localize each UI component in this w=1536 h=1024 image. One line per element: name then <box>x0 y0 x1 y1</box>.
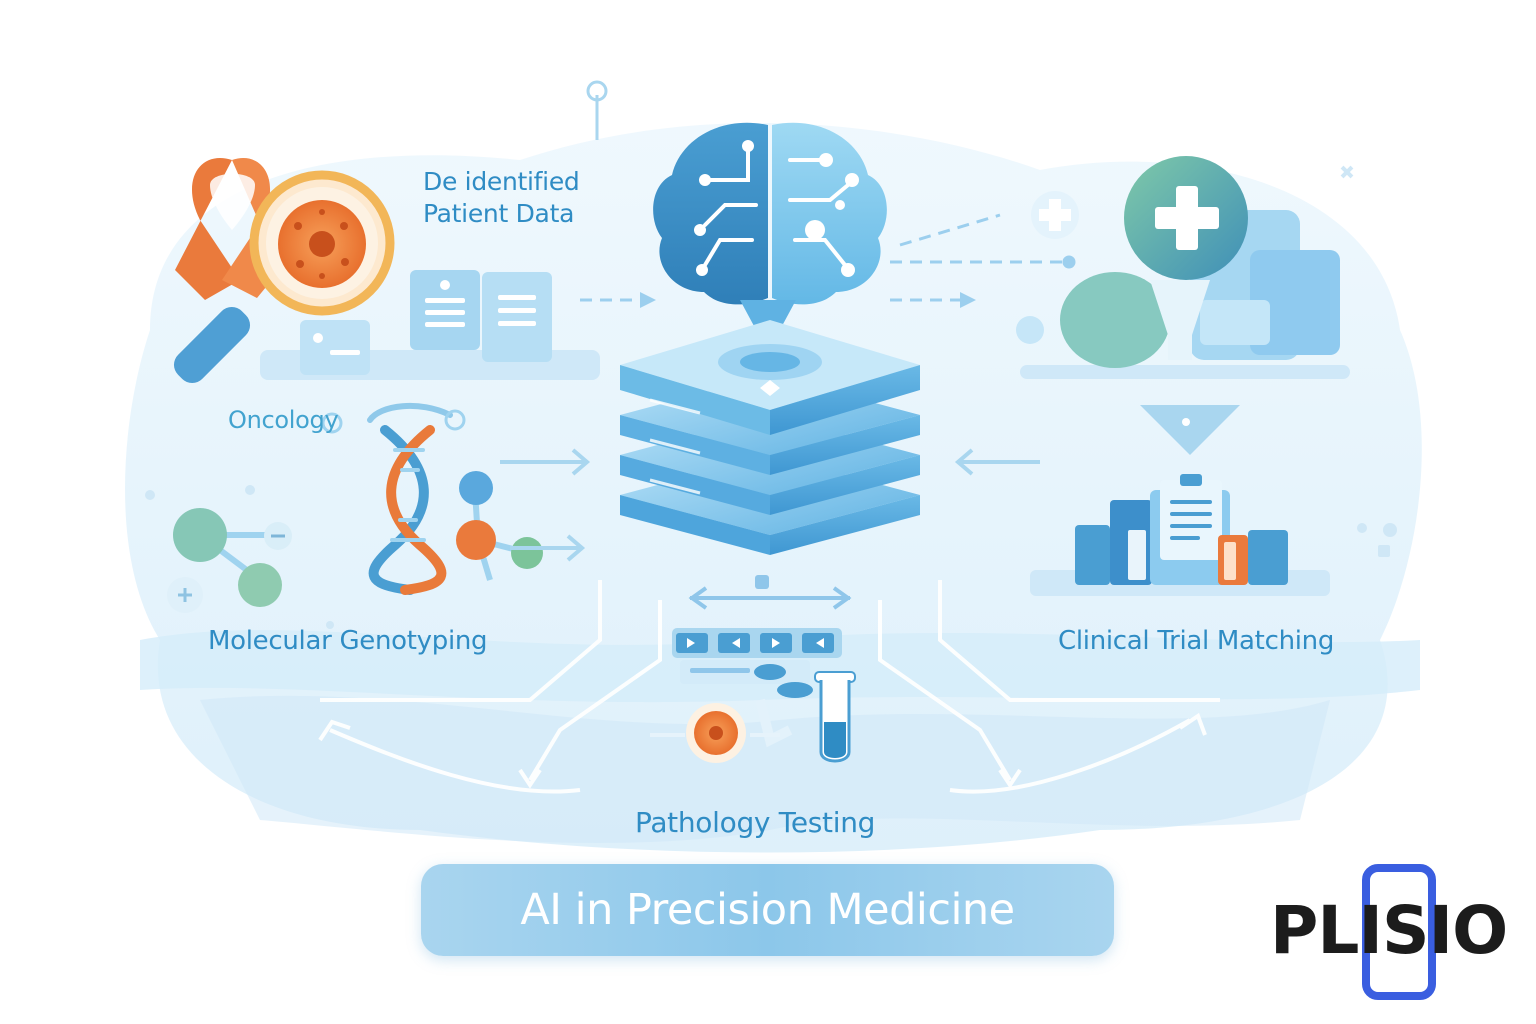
server-stack-icon <box>620 320 920 555</box>
test-tube-icon <box>814 671 856 763</box>
brain-circuit-icon <box>653 122 887 352</box>
medical-cross-icon <box>1016 156 1350 379</box>
patient-data-label: De identified Patient Data <box>423 166 580 230</box>
down-arrow <box>1140 405 1240 455</box>
oncology-label: Oncology <box>228 406 339 434</box>
logo-text: PLISIO <box>1270 892 1508 969</box>
patient-data-label-line2: Patient Data <box>423 199 575 228</box>
title-banner: AI in Precision Medicine <box>421 864 1114 956</box>
data-flow-arrow <box>954 448 1040 476</box>
page-title: AI in Precision Medicine <box>520 885 1015 935</box>
clinical-trial-matching-label: Clinical Trial Matching <box>1058 626 1335 656</box>
clinical-documents-icon <box>1030 474 1330 596</box>
molecule-icon <box>167 409 543 613</box>
data-flow-arrow <box>580 292 656 308</box>
patient-data-label-line1: De identified <box>423 167 580 196</box>
patient-data-panel <box>260 270 600 380</box>
data-flow-arrow <box>890 213 1076 308</box>
cell-icon <box>278 200 366 288</box>
logo-frame <box>1362 864 1436 1000</box>
cell-icon <box>650 703 780 763</box>
molecular-genotyping-label: Molecular Genotyping <box>208 626 488 656</box>
top-connector <box>586 80 608 140</box>
decoration-dots <box>145 165 1397 629</box>
data-flow-arrow <box>500 448 591 562</box>
pathology-testing-label: Pathology Testing <box>635 806 876 839</box>
dna-helix-icon <box>367 402 453 595</box>
plisio-logo: PLISIO <box>1268 862 1508 1006</box>
pathology-connector <box>688 575 852 610</box>
network-flow-lines <box>318 580 1220 794</box>
microscope-icon <box>672 628 842 748</box>
